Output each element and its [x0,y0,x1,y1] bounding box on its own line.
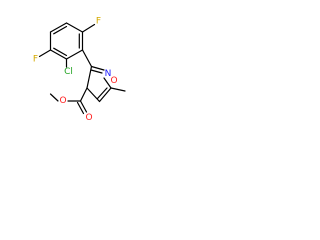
isoxazole-ring [86,65,112,103]
molecule-structure: F F Cl N O O O [33,17,126,123]
bond-o-methyl [49,93,59,102]
bond [49,49,68,60]
bond [53,25,68,35]
atom-label-fluorine: F [33,55,38,65]
bond-c-o-double [79,100,88,113]
bond [53,47,68,57]
bond [86,65,93,89]
bond [65,22,84,33]
bond-methyl [110,87,126,92]
bond [98,87,112,103]
bond-c-o-double [76,101,85,115]
benzene-ring [49,22,84,60]
atom-label-chlorine: Cl [64,67,73,77]
atom-label-oxygen-ester: O [59,96,66,106]
bond-c4-carbonyl [79,87,88,102]
bond [96,87,108,100]
bond-aryl-isoxazole [81,49,93,68]
atom-label-oxygen-carbonyl: O [85,113,92,123]
bond [90,65,105,71]
bond [86,87,101,103]
atom-label-nitrogen: N [105,69,112,79]
bond [49,22,68,33]
bond-c-f-left [38,49,52,58]
bond [90,69,103,74]
bond-c-f-top [81,23,96,33]
atom-label-oxygen-ring: O [110,76,117,86]
bond [103,77,112,89]
atom-label-fluorine: F [96,17,101,27]
bond [65,49,84,60]
